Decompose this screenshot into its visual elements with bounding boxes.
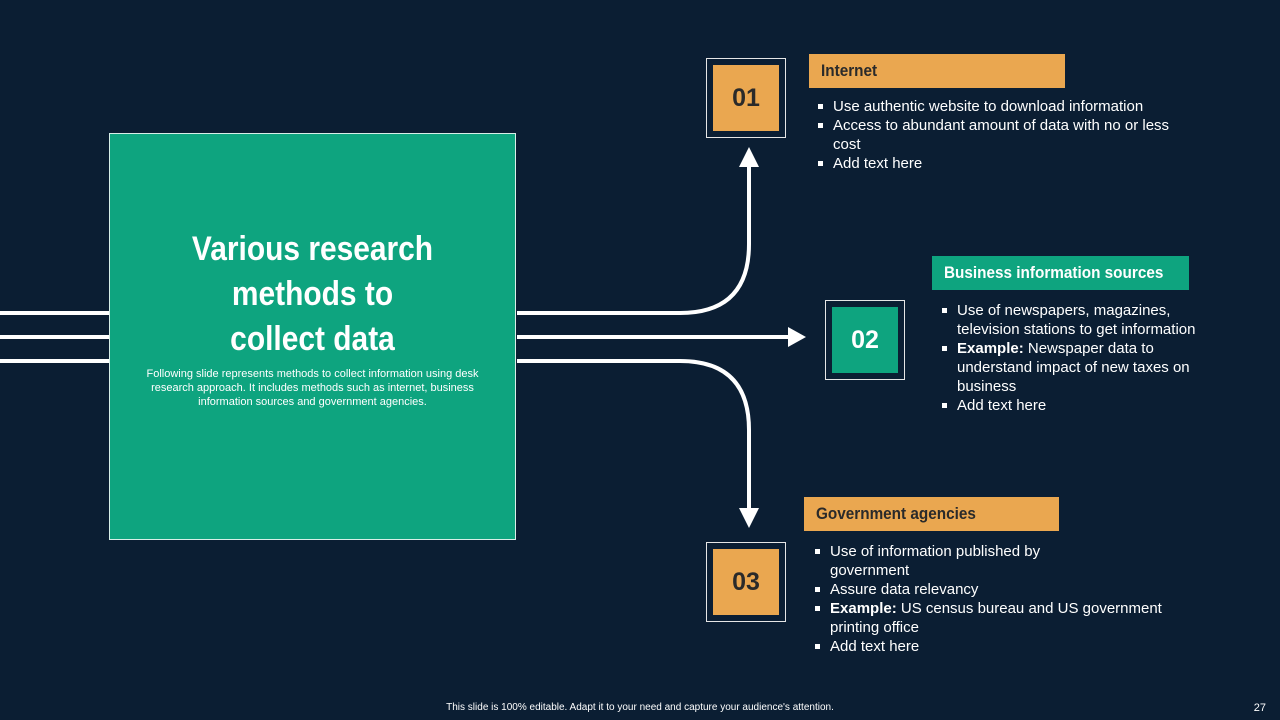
list-item: Add text here	[816, 154, 1196, 173]
bullets-government: Use of information published by governme…	[813, 542, 1203, 656]
list-item: Example: US census bureau and US governm…	[813, 599, 1203, 637]
bullets-internet: Use authentic website to download inform…	[816, 97, 1196, 173]
list-item: Example: Newspaper data to understand im…	[940, 339, 1225, 396]
arrow-to-internet	[517, 166, 751, 315]
center-title: Various research methods to collect data	[191, 230, 434, 358]
label-government-text: Government agencies	[816, 504, 976, 523]
list-item: Assure data relevancy	[813, 580, 1203, 599]
list-item: Use of newspapers, magazines, television…	[940, 301, 1225, 339]
footer-text: This slide is 100% editable. Adapt it to…	[446, 702, 834, 713]
list-item: Use authentic website to download inform…	[816, 97, 1196, 116]
list-item: Use of information published by governme…	[813, 542, 1060, 580]
list-item: Add text here	[813, 637, 1203, 656]
list-item: Add text here	[940, 396, 1225, 415]
number-03: 03	[713, 549, 779, 615]
list-item: Access to abundant amount of data with n…	[816, 116, 1196, 154]
arrowhead-right-icon	[788, 327, 806, 347]
number-box-03: 03	[706, 542, 786, 622]
label-government-agencies: Government agencies	[804, 497, 1059, 531]
arrowhead-down-icon	[739, 508, 759, 528]
number-02: 02	[832, 307, 898, 373]
number-box-02: 02	[825, 300, 905, 380]
center-description: Following slide represents methods to co…	[146, 368, 479, 408]
number-01: 01	[713, 65, 779, 131]
arrowhead-up-icon	[739, 147, 759, 167]
bullets-business: Use of newspapers, magazines, television…	[940, 301, 1225, 415]
label-business-text: Business information sources	[944, 263, 1164, 282]
page-number: 27	[1253, 702, 1266, 714]
label-internet-text: Internet	[821, 61, 878, 80]
number-box-01: 01	[706, 58, 786, 138]
arrow-to-government	[517, 359, 751, 510]
label-internet: Internet	[809, 54, 1065, 88]
center-box: Various research methods to collect data…	[109, 133, 516, 540]
label-business-information-sources: Business information sources	[932, 256, 1189, 290]
